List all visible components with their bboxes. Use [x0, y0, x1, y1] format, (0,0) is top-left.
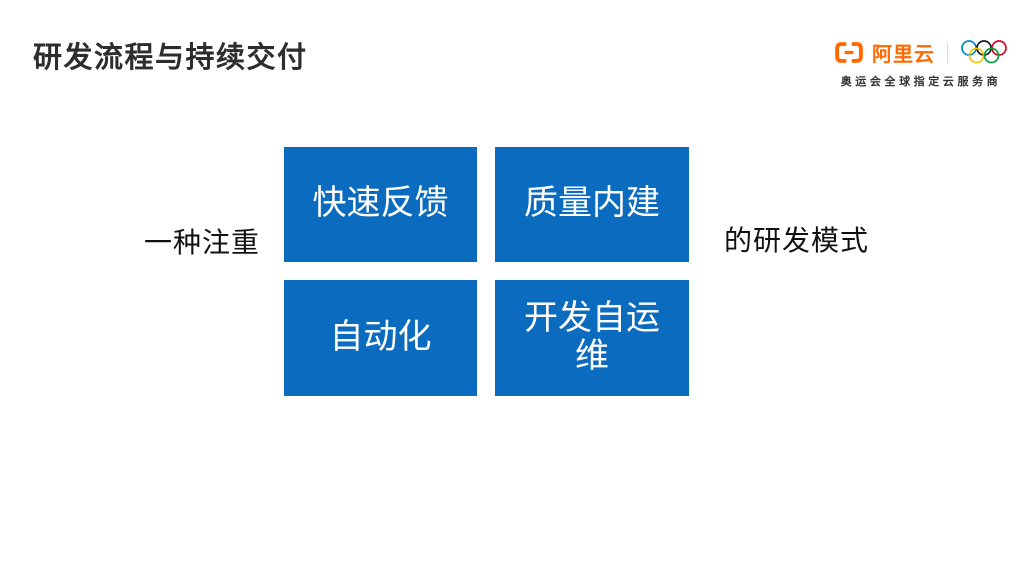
page-title: 研发流程与持续交付 — [33, 42, 308, 74]
brand-logo-row: 阿里云 — [834, 38, 1008, 67]
diagram-box-automation: 自动化 — [284, 280, 477, 396]
diagram-box-dev-self-ops: 开发自运维 — [495, 280, 689, 396]
diagram-prefix-label: 一种注重 — [144, 228, 261, 259]
brand-divider — [947, 42, 948, 63]
alibaba-cloud-logo-icon — [834, 41, 864, 64]
diagram-box-fast-feedback: 快速反馈 — [284, 147, 477, 262]
brand-tagline: 奥运会全球指定云服务商 — [840, 76, 1002, 88]
diagram-suffix-label: 的研发模式 — [724, 226, 870, 257]
brand-area: 阿里云 奥运会全球指定云服务商 — [834, 38, 1008, 89]
diagram-box-quality-built-in: 质量内建 — [495, 147, 689, 262]
olympic-rings-icon — [960, 38, 1008, 67]
brand-name: 阿里云 — [872, 44, 935, 66]
